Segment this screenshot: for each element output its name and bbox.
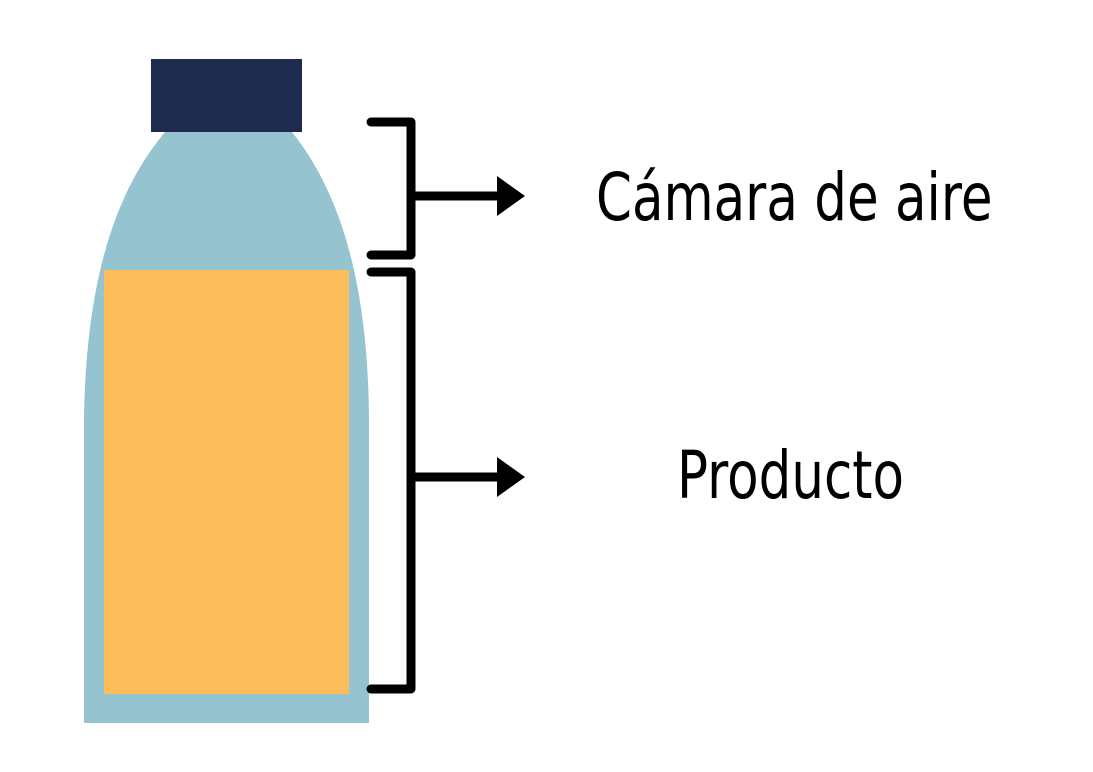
product-label: Producto xyxy=(677,437,904,514)
product-bracket xyxy=(366,267,416,694)
product-fill xyxy=(104,270,349,694)
bottle-cap xyxy=(151,59,302,132)
product-arrowhead xyxy=(497,457,525,497)
air-chamber-bracket xyxy=(366,117,416,260)
air-chamber-arrowhead xyxy=(497,176,525,216)
air-chamber-label: Cámara de aire xyxy=(596,159,993,236)
